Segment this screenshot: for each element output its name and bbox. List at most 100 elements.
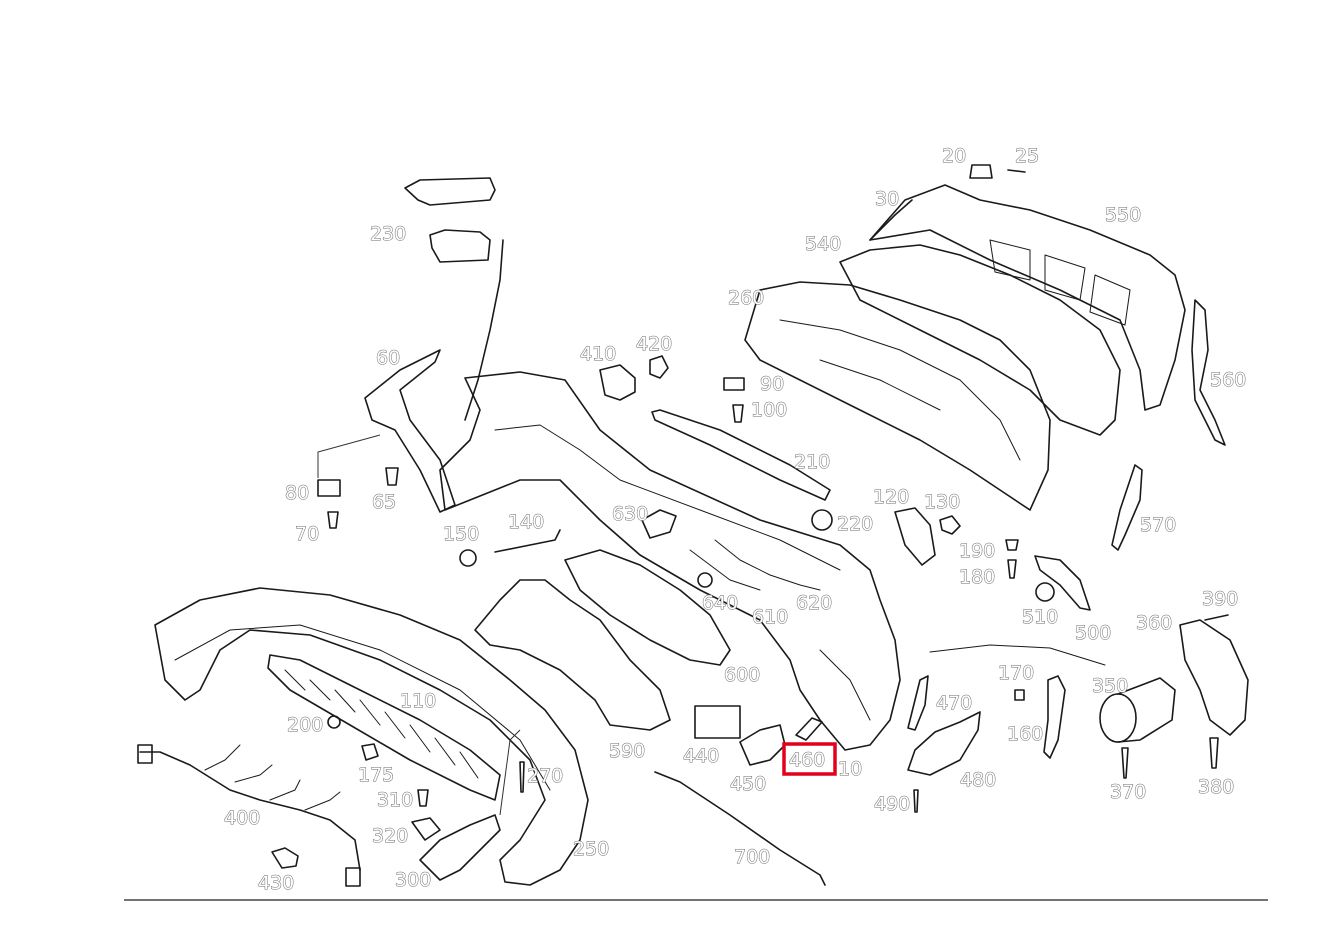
- part-380-shape: [1209, 737, 1219, 769]
- part-180-shape: [1007, 559, 1017, 579]
- part-260-detail: [779, 319, 1021, 461]
- part-510-shape: [1035, 582, 1055, 602]
- part-120-shape: [894, 507, 936, 566]
- part-400-connector-a: [137, 744, 153, 764]
- callout-260[interactable]: 260: [728, 287, 765, 310]
- callout-65[interactable]: 65: [372, 491, 397, 514]
- callout-460[interactable]: 460: [789, 749, 826, 772]
- callout-630[interactable]: 630: [612, 503, 649, 526]
- part-320-shape: [411, 817, 441, 841]
- part-110-hatch: [284, 669, 479, 779]
- callout-30[interactable]: 30: [875, 188, 900, 211]
- callout-190[interactable]: 190: [959, 540, 996, 563]
- callout-170[interactable]: 170: [998, 662, 1035, 685]
- callout-350[interactable]: 350: [1092, 675, 1129, 698]
- callout-700[interactable]: 700: [734, 846, 771, 869]
- part-90-shape: [723, 377, 745, 391]
- callout-270[interactable]: 270: [527, 765, 564, 788]
- part-400-branches: [204, 744, 341, 811]
- part-350-shape: [1099, 693, 1137, 743]
- part-100-shape: [732, 404, 744, 423]
- callout-210[interactable]: 210: [794, 451, 831, 474]
- callout-400[interactable]: 400: [224, 807, 261, 830]
- callout-370[interactable]: 370: [1110, 781, 1147, 804]
- part-630-shape: [641, 509, 677, 539]
- callout-570[interactable]: 570: [1140, 514, 1177, 537]
- part-420-shape: [649, 355, 669, 379]
- callout-labels: 20 25 30 550 540 230 260 560 60 410 420 …: [224, 145, 1247, 895]
- part-230-strip: [464, 239, 504, 421]
- callout-640[interactable]: 640: [702, 592, 739, 615]
- part-170-shape: [1014, 689, 1025, 701]
- part-400-shape: [139, 751, 361, 871]
- callout-540[interactable]: 540: [805, 233, 842, 256]
- part-460-shape: [795, 717, 823, 741]
- callout-120[interactable]: 120: [873, 486, 910, 509]
- callout-360[interactable]: 360: [1136, 612, 1173, 635]
- part-370-shape: [1121, 747, 1129, 779]
- callout-90[interactable]: 90: [760, 373, 785, 396]
- callout-500[interactable]: 500: [1075, 622, 1112, 645]
- callout-470[interactable]: 470: [936, 692, 973, 715]
- callout-590[interactable]: 590: [609, 740, 646, 763]
- part-500-shape: [1034, 555, 1091, 611]
- callout-110[interactable]: 110: [400, 690, 437, 713]
- callout-100[interactable]: 100: [751, 399, 788, 422]
- callout-320[interactable]: 320: [372, 825, 409, 848]
- part-490-shape: [913, 789, 919, 813]
- part-450-shape: [739, 724, 786, 766]
- part-110-shape: [267, 654, 501, 801]
- callout-600[interactable]: 600: [724, 664, 761, 687]
- part-25-shape: [1007, 169, 1026, 173]
- part-700-shape: [654, 771, 826, 886]
- part-310-shape: [417, 789, 429, 807]
- callout-25[interactable]: 25: [1015, 145, 1040, 168]
- callout-560[interactable]: 560: [1210, 369, 1247, 392]
- callout-310[interactable]: 310: [377, 789, 414, 812]
- callout-390[interactable]: 390: [1202, 588, 1239, 611]
- callout-490[interactable]: 490: [874, 793, 911, 816]
- part-65-shape: [385, 467, 399, 486]
- callout-140[interactable]: 140: [508, 511, 545, 534]
- callout-20[interactable]: 20: [942, 145, 967, 168]
- callout-610[interactable]: 610: [752, 606, 789, 629]
- callout-175[interactable]: 175: [358, 764, 395, 787]
- callout-70[interactable]: 70: [295, 523, 320, 546]
- part-300-shape: [419, 814, 501, 881]
- callout-200[interactable]: 200: [287, 714, 324, 737]
- callout-380[interactable]: 380: [1198, 776, 1235, 799]
- part-270-shape: [519, 761, 525, 793]
- callout-130[interactable]: 130: [924, 491, 961, 514]
- part-20-shape: [969, 164, 993, 179]
- leader-270: [499, 729, 521, 816]
- part-640-shape: [697, 572, 713, 588]
- callout-510[interactable]: 510: [1022, 606, 1059, 629]
- part-550-shape: [869, 184, 1186, 411]
- callout-300[interactable]: 300: [395, 869, 432, 892]
- callout-220[interactable]: 220: [837, 513, 874, 536]
- callout-80[interactable]: 80: [285, 482, 310, 505]
- callout-620[interactable]: 620: [796, 592, 833, 615]
- callout-60[interactable]: 60: [376, 347, 401, 370]
- callout-180[interactable]: 180: [959, 566, 996, 589]
- callout-450[interactable]: 450: [730, 773, 767, 796]
- part-600-shape: [564, 549, 731, 666]
- part-260-shape: [744, 281, 1051, 511]
- callout-480[interactable]: 480: [960, 769, 997, 792]
- callout-10[interactable]: 10: [838, 758, 863, 781]
- part-430-shape: [271, 847, 299, 869]
- callout-550[interactable]: 550: [1105, 204, 1142, 227]
- callout-420[interactable]: 420: [636, 333, 673, 356]
- part-360-shape: [1179, 619, 1249, 736]
- callout-440[interactable]: 440: [683, 745, 720, 768]
- callout-150[interactable]: 150: [443, 523, 480, 546]
- callout-410[interactable]: 410: [580, 343, 617, 366]
- callout-250[interactable]: 250: [573, 838, 610, 861]
- callout-160[interactable]: 160: [1007, 723, 1044, 746]
- part-160-shape: [1043, 675, 1066, 759]
- part-480-shape: [907, 711, 981, 776]
- callout-230[interactable]: 230: [370, 223, 407, 246]
- part-175-shape: [361, 743, 379, 761]
- callout-430[interactable]: 430: [258, 872, 295, 895]
